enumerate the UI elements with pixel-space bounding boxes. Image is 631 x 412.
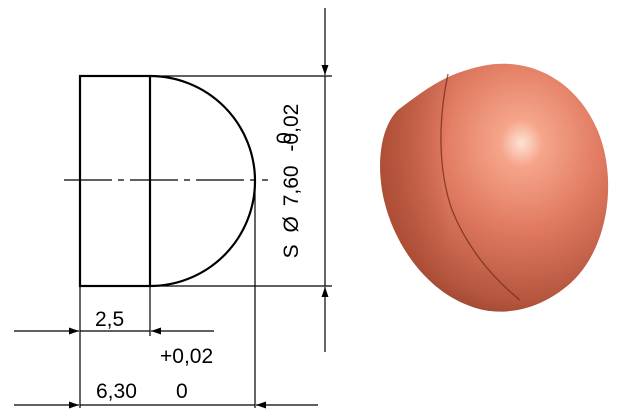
render-seam-line — [440, 73, 521, 301]
dim-width-total-tol-upper: +0,02 — [160, 345, 213, 368]
part-3d-render — [380, 63, 609, 312]
dim-width-total-label: 6,30 — [96, 380, 137, 403]
spherical-cap-profile — [149, 74, 257, 288]
extension-lines — [79, 75, 332, 408]
dim-width-total-tol-lower: 0 — [176, 380, 188, 403]
dim-sphere-tol-lower: -0,02 — [280, 104, 303, 152]
part-section-view — [78, 74, 257, 288]
render-left-shade — [380, 66, 500, 311]
svg-text:S Ø 7,60 -0,: S Ø 7,60 -0,02 — [280, 104, 303, 259]
cylinder-body — [78, 74, 152, 288]
dim-sphere-symbol: Ø — [280, 216, 303, 232]
dim-sphere-value: 7,60 — [280, 165, 303, 206]
dim-sphere-prefix: S — [280, 244, 303, 258]
dim-sphere-tol-upper: 0 — [273, 132, 296, 144]
dim-width-small-label: 2,5 — [95, 308, 124, 331]
dim-sphere-label-group: S Ø 7,60 -0,02 — [280, 104, 303, 259]
